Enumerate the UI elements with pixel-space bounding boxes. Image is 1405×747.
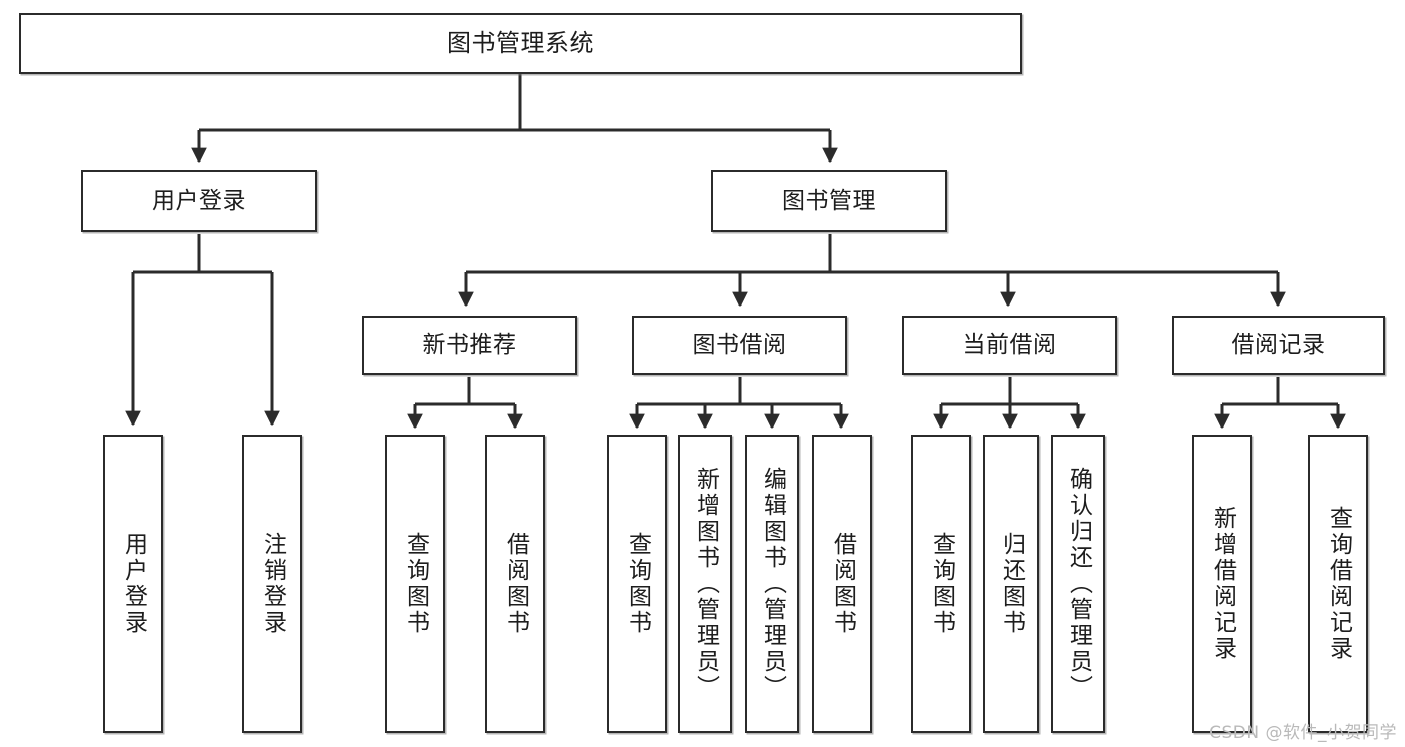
node-leaf-query-book-current[interactable]: 查询图书 [911,435,971,733]
node-borrow-record[interactable]: 借阅记录 [1172,316,1385,375]
node-leaf-confirm-return[interactable]: 确认归还（管理员） [1051,435,1105,733]
node-label: 借阅图书 [502,532,529,636]
node-label: 归还图书 [998,532,1025,636]
csdn-watermark: CSDN @软件_小贺同学 [1209,723,1397,743]
node-label: 查询图书 [402,532,429,636]
node-leaf-return-book[interactable]: 归还图书 [983,435,1039,733]
node-label: 查询借阅记录 [1325,506,1352,662]
node-leaf-edit-book[interactable]: 编辑图书（管理员） [745,435,799,733]
node-label: 借阅记录 [1231,332,1326,359]
node-label: 新增图书（管理员） [692,467,719,701]
node-leaf-logout[interactable]: 注销登录 [242,435,302,733]
node-label: 查询图书 [928,532,955,636]
node-book-borrow[interactable]: 图书借阅 [632,316,847,375]
node-leaf-borrow-book-recommend[interactable]: 借阅图书 [485,435,545,733]
node-label: 当前借阅 [962,332,1057,359]
node-new-book-recommend[interactable]: 新书推荐 [362,316,577,375]
node-label: 图书管理系统 [447,28,594,57]
node-leaf-add-book[interactable]: 新增图书（管理员） [678,435,732,733]
node-leaf-add-borrow-record[interactable]: 新增借阅记录 [1192,435,1252,733]
node-label: 新增借阅记录 [1209,506,1236,662]
node-label: 注销登录 [259,532,286,636]
node-label: 用户登录 [152,187,246,214]
node-label: 编辑图书（管理员） [759,467,786,701]
node-leaf-borrow-book[interactable]: 借阅图书 [812,435,872,733]
node-label: 查询图书 [624,532,651,636]
node-user-login[interactable]: 用户登录 [81,170,317,232]
node-leaf-user-login[interactable]: 用户登录 [103,435,163,733]
node-root-system[interactable]: 图书管理系统 [19,13,1022,74]
node-label: 确认归还（管理员） [1065,467,1092,701]
node-label: 用户登录 [120,532,147,636]
node-current-borrow[interactable]: 当前借阅 [902,316,1117,375]
node-label: 图书借阅 [692,332,787,359]
node-label: 新书推荐 [422,332,517,359]
node-label: 图书管理 [782,187,876,214]
node-book-manage[interactable]: 图书管理 [711,170,947,232]
node-leaf-query-book-borrow[interactable]: 查询图书 [607,435,667,733]
node-leaf-query-borrow-record[interactable]: 查询借阅记录 [1308,435,1368,733]
node-leaf-query-book-recommend[interactable]: 查询图书 [385,435,445,733]
node-label: 借阅图书 [829,532,856,636]
